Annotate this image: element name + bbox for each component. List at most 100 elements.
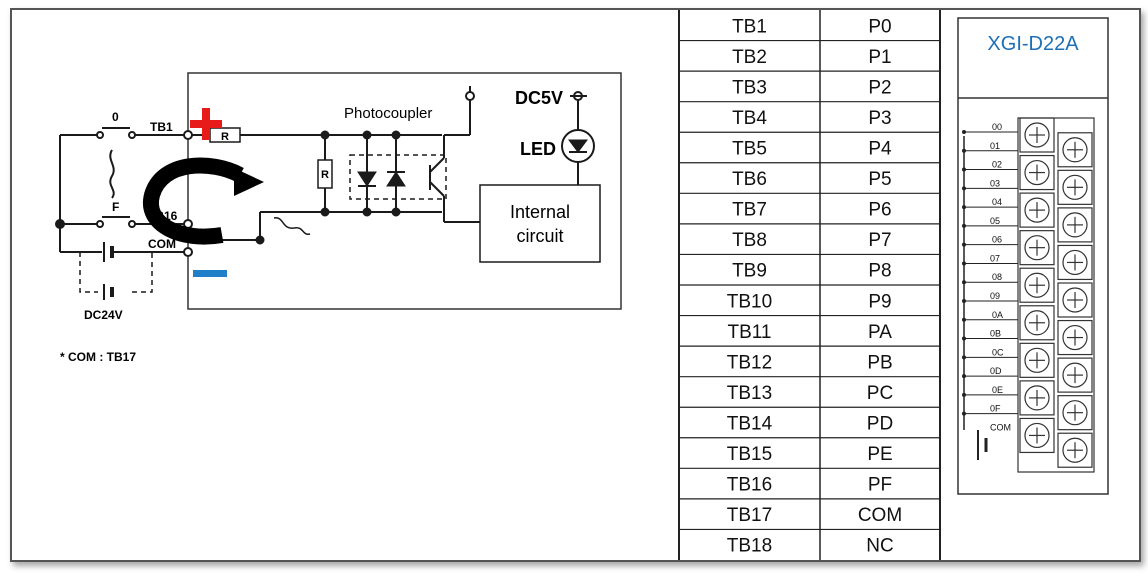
- point-cell: PA: [868, 322, 892, 343]
- tb1-label: TB1: [150, 120, 173, 134]
- table-row: TB14 PD: [679, 406, 940, 435]
- screw-terminal: [1057, 395, 1093, 431]
- resistor-input-label: R: [221, 131, 229, 143]
- terminal-number-cell: TB18: [727, 536, 772, 557]
- photocoupler-box: [349, 154, 447, 200]
- module-point-label: 0B: [990, 329, 1001, 339]
- terminal-number-cell: TB17: [727, 505, 772, 526]
- screw-terminal: [1019, 230, 1055, 266]
- module-input-dot: [962, 130, 966, 134]
- terminal-number-cell: TB7: [732, 200, 767, 221]
- point-cell: COM: [858, 505, 902, 526]
- point-cell: P1: [868, 47, 891, 68]
- terminal-number-cell: TB10: [727, 291, 772, 312]
- terminal-number-cell: TB12: [727, 352, 772, 373]
- tb16-label: TB16: [148, 209, 178, 223]
- module-panel: XGI-D22A 000102030405060708090A0B0C0D0E0…: [939, 10, 1109, 560]
- module-point-label: 07: [990, 253, 1000, 263]
- point-cell: PD: [867, 414, 893, 435]
- module-point-label: 04: [992, 197, 1002, 207]
- terminal-number-cell: TB3: [732, 77, 767, 98]
- dc5v-label: DC5V: [515, 88, 563, 108]
- table-row: TB7 P6: [679, 192, 940, 221]
- module-com-label: COM: [990, 422, 1011, 432]
- screw-terminal: [1057, 432, 1093, 468]
- module-input-dot: [962, 261, 966, 266]
- terminal-number-cell: TB14: [727, 414, 773, 435]
- point-cell: PB: [867, 352, 892, 373]
- screw-terminal: [1057, 319, 1093, 356]
- module-point-label: 05: [990, 216, 1000, 226]
- input-circuit: [55, 72, 622, 310]
- point-cell: P4: [868, 139, 892, 160]
- terminal-number-cell: TB8: [732, 230, 767, 251]
- module-input-dot: [962, 374, 966, 379]
- module-input-dot: [962, 167, 966, 172]
- com-note: * COM : TB17: [60, 350, 136, 364]
- switch-f-label: F: [112, 200, 119, 214]
- screw-terminal: [1057, 132, 1093, 168]
- terminal-number-cell: TB2: [732, 47, 767, 68]
- screw-terminal: [1019, 380, 1055, 416]
- point-cell: P9: [868, 291, 891, 312]
- screw-terminal: [1019, 192, 1055, 228]
- screw-terminal: [1057, 207, 1093, 243]
- module-point-label: 03: [990, 178, 1000, 188]
- module-input-dot: [962, 242, 966, 247]
- screw-terminal: [1019, 305, 1055, 341]
- module-point-label: 08: [992, 272, 1002, 282]
- internal-circuit-label-line1: Internal: [510, 202, 570, 222]
- point-cell: P2: [868, 77, 891, 98]
- module-point-label: 0F: [990, 404, 1001, 414]
- module-input-dot: [962, 148, 966, 153]
- point-cell: PC: [867, 383, 893, 404]
- table-row: TB15 PE: [679, 437, 940, 465]
- module-input-dot: [962, 411, 966, 416]
- screw-terminal: [1057, 282, 1093, 318]
- point-cell: P5: [868, 169, 891, 190]
- module-internal-box: [187, 72, 622, 310]
- module-input-dot: [962, 317, 966, 322]
- point-cell: PE: [867, 444, 892, 465]
- screw-terminal: [1057, 357, 1093, 393]
- screw-terminal: [1019, 117, 1055, 153]
- internal-circuit-box: [479, 184, 601, 263]
- screw-terminal: [1057, 244, 1093, 281]
- module-point-label: 0D: [990, 366, 1002, 376]
- current-flow-arrow: [142, 157, 264, 245]
- plus-marker: [190, 108, 222, 140]
- point-cell: P6: [868, 200, 891, 221]
- table-row: TB3 P2: [679, 70, 940, 98]
- module-point-label: 02: [992, 160, 1002, 170]
- terminal-number-cell: TB16: [727, 475, 772, 496]
- switch-0-label: 0: [112, 110, 119, 124]
- table-row: TB17 COM: [679, 498, 940, 526]
- module-title: XGI-D22A: [987, 33, 1079, 55]
- internal-circuit-label-line2: circuit: [516, 226, 563, 246]
- module-input-dot: [962, 186, 966, 191]
- terminal-number-cell: TB1: [732, 16, 767, 37]
- module-input-dot: [962, 336, 966, 341]
- terminal-com: [183, 247, 193, 257]
- led-label: LED: [520, 139, 556, 159]
- diagram-frame: 0 F TB1 TB16 COM DC24V * COM : TB17 Phot…: [10, 8, 1141, 562]
- terminal-number-cell: TB9: [732, 261, 767, 282]
- point-cell: P0: [868, 16, 891, 37]
- module-input-dot: [962, 280, 966, 285]
- module-point-label: 0E: [992, 385, 1003, 395]
- module-point-label: 0C: [992, 347, 1004, 357]
- screw-terminal: [1019, 342, 1055, 378]
- module-point-label: 06: [992, 235, 1002, 245]
- table-row: TB6 P5: [679, 162, 940, 190]
- terminal-number-cell: TB15: [727, 444, 772, 465]
- terminal-number-cell: TB6: [732, 169, 767, 190]
